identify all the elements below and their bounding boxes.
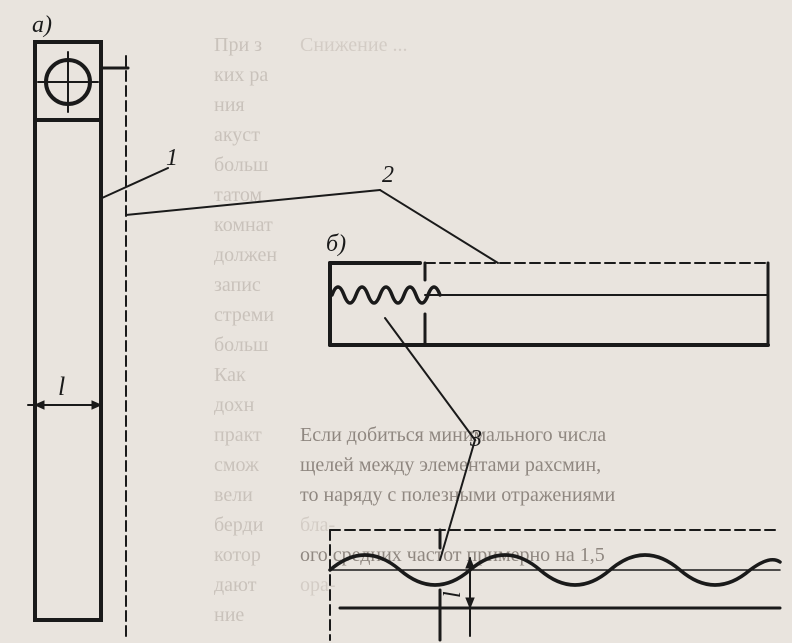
leader-3-top [384, 317, 476, 441]
panel-label-a: а) [32, 12, 52, 38]
bg-line: смож [214, 454, 259, 476]
spring [330, 285, 442, 305]
bg-line: дают [214, 574, 257, 596]
bg-line: ора- [300, 574, 336, 596]
width-arrow-right [91, 400, 103, 410]
background-text-right: Снижение ... Если добиться минимального … [300, 30, 780, 600]
bg-line: котор [214, 544, 261, 566]
width-arrow-left [33, 400, 45, 410]
bg-line: вели [214, 484, 253, 506]
bg-line: ких ра [214, 64, 269, 86]
panel-label-b: б) [326, 231, 346, 257]
bg-line: берди [214, 514, 264, 536]
bg-line: дохн [214, 394, 255, 416]
bg-line: акуст [214, 124, 260, 146]
leader-3-bottom [439, 439, 476, 561]
bg-line: Как [214, 364, 246, 386]
bg-line: Если добиться минимального числа [300, 424, 607, 446]
bg-line: бла- [300, 514, 336, 536]
leader-1 [101, 167, 169, 199]
leader-2-left [125, 189, 381, 216]
bg-line: запис [214, 274, 261, 296]
height-arrow-top [465, 556, 475, 569]
bg-line: практ [214, 424, 262, 446]
bg-line: Снижение ... [300, 34, 408, 56]
bg-line: татом [214, 184, 263, 206]
bg-line: комнат [214, 214, 273, 236]
bg-line: больш [214, 334, 269, 356]
height-label: l [440, 591, 466, 598]
column-outline [33, 40, 103, 622]
bg-line: При з [214, 34, 263, 56]
bg-line: ние [214, 604, 245, 626]
bg-line: больш [214, 154, 269, 176]
callout-3: 3 [469, 426, 482, 452]
bg-line: щелей между элементами рахсмин, [300, 454, 602, 476]
bg-line: то наряду с полезными отражениями [300, 484, 616, 506]
bg-line: стреми [214, 304, 275, 326]
leader-2-right [379, 189, 499, 264]
bg-line: ния [214, 94, 245, 116]
height-arrow-bottom [465, 597, 475, 610]
background-text-left: При з ких ра ния акуст больш татом комна… [214, 30, 294, 630]
wave-line [328, 553, 782, 587]
width-label: l [58, 372, 65, 401]
callout-2: 2 [382, 162, 394, 188]
callout-1: 1 [166, 145, 178, 171]
bg-line: должен [214, 244, 278, 266]
